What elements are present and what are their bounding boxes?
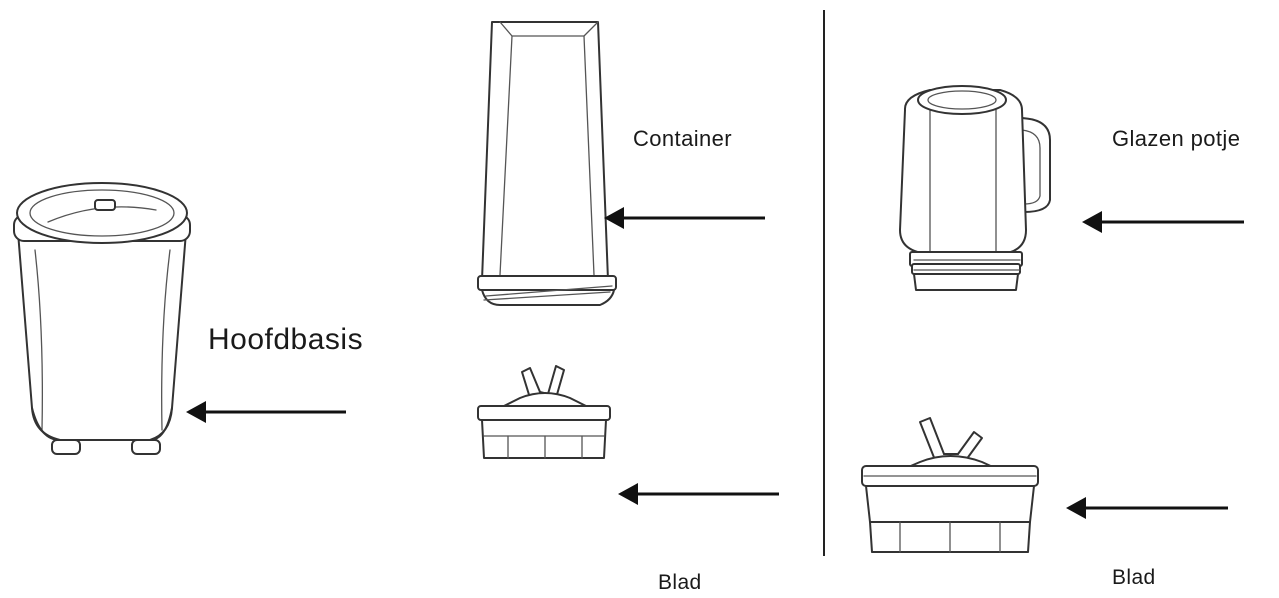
arrow-blade-2 [1066, 497, 1228, 519]
blade-2-label: Blad [1112, 566, 1156, 589]
blade-2-drawing [861, 417, 1039, 553]
container-label: Container [633, 126, 732, 151]
arrow-blade-1 [618, 483, 779, 505]
arrow-main-base [186, 401, 346, 423]
container-drawing [477, 21, 617, 306]
arrow-container [604, 207, 765, 229]
arrow-glass-jar [1082, 211, 1244, 233]
main-base-drawing [13, 182, 191, 455]
blade-1-label: Blad [658, 571, 702, 594]
glass-jar-label: Glazen potje [1112, 126, 1241, 151]
main-base-label: Hoofdbasis [208, 323, 364, 356]
glass-jar-drawing [899, 85, 1051, 291]
blade-1-drawing [477, 365, 611, 459]
